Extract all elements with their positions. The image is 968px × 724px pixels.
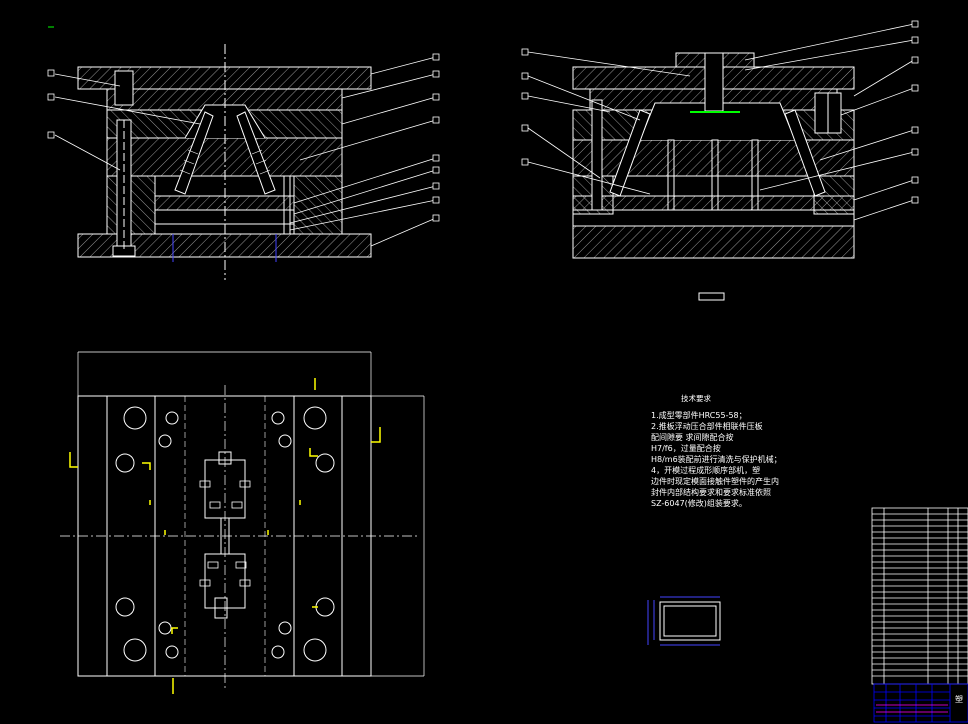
title-block-mark: 塑 [955,695,963,704]
title-block [871,507,968,723]
note-line: 封件内部结构要求和要求标准依照 [651,488,771,497]
right-section-view [521,20,919,301]
technical-requirements: 技术要求 1.成型零部件HRC55-58； 2.推板浮动压合部件相联件压板 配间… [651,393,782,509]
note-line: H8/m6装配前进行清洗与保护机械； [651,455,782,464]
note-line: 边件时现定模面接触件塑件的产生内 [651,477,779,486]
notes-title: 技术要求 [681,394,711,403]
plan-view [60,351,425,694]
note-line: SZ-6047(修改)组装要求。 [651,499,747,508]
note-line: 2.推板浮动压合部件相联件压板 [651,422,763,431]
note-line: H7/f6，过量配合按 [651,444,721,453]
note-line: 配间隙要 求间隙配合按 [651,433,734,442]
left-section-view [47,44,440,280]
part-view [647,596,721,646]
note-line: 1.成型零部件HRC55-58； [651,411,747,420]
note-line: 4，开模过程成形顺序部机，塑 [651,466,761,475]
